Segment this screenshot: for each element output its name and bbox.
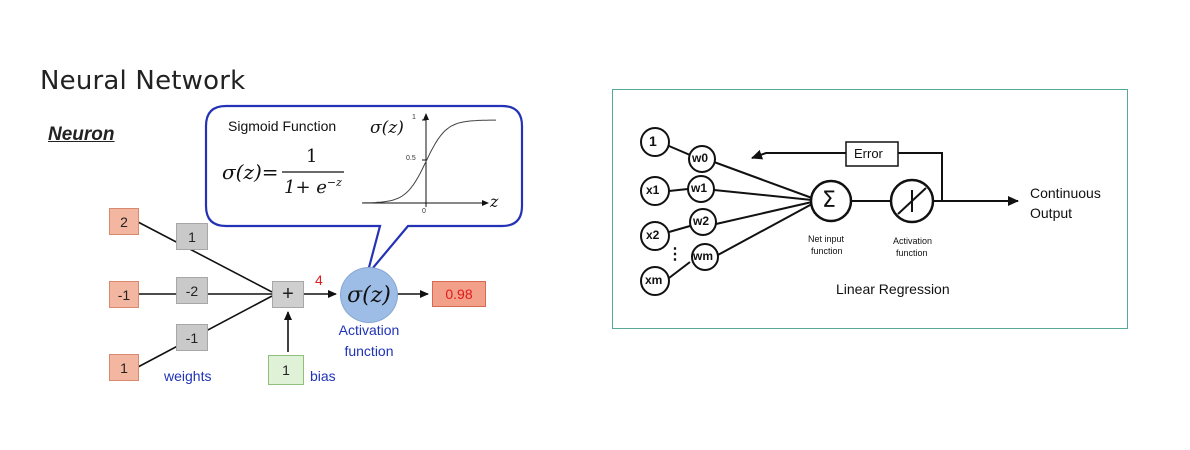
lr-input-x1-node — [640, 176, 670, 206]
plot-y-label: σ(z) — [370, 118, 404, 138]
lr-input-xm-label: xm — [645, 273, 663, 287]
lr-input-x2-node — [640, 221, 670, 251]
bias-label: bias — [310, 368, 336, 384]
formula-denominator: 1+ e−z — [284, 176, 342, 198]
formula-numerator: 1 — [306, 146, 318, 167]
lr-error-loop-left — [751, 149, 846, 160]
lr-weight-w1-label: w1 — [691, 181, 708, 195]
sum-node: + — [272, 281, 304, 308]
lr-link-x1 — [668, 188, 689, 192]
sum-value: 4 — [315, 272, 323, 288]
lr-weight-wm-label: wm — [693, 249, 714, 263]
lr-output-label-line2: Output — [1030, 205, 1073, 221]
formula-denominator-base: 1+ e — [284, 177, 327, 198]
lr-activation-label-line1: Activation — [893, 236, 933, 246]
weight-box-3: -1 — [176, 324, 208, 351]
input-box-2: -1 — [109, 281, 139, 308]
lr-net-input-label-line2: function — [811, 246, 843, 256]
lr-weight-wm-node — [691, 243, 719, 271]
weights-label: weights — [164, 368, 212, 384]
input-to-sum-line-1 — [137, 221, 273, 293]
activation-label-line2: function — [344, 343, 394, 359]
lr-link-wm — [715, 203, 813, 257]
bias-box: 1 — [268, 355, 304, 385]
lr-weight-w2-label: w2 — [693, 214, 710, 228]
lr-net-input-label-line1: Net input — [808, 234, 845, 244]
input-box-1: 2 — [109, 208, 139, 235]
lr-weight-w2-node — [689, 208, 717, 236]
lr-activation-label-line2: function — [896, 248, 928, 258]
input-box-3: 1 — [109, 354, 139, 381]
lr-input-x2-label: x2 — [646, 228, 660, 242]
plot-tick-top-label: 1 — [412, 114, 416, 121]
output-box: 0.98 — [432, 281, 486, 307]
lr-link-w2 — [715, 201, 813, 225]
lr-input-xm-node — [640, 266, 670, 296]
lr-link-xm — [668, 261, 691, 279]
formula-lhs: σ(z)= — [222, 160, 279, 184]
weight-box-1: 1 — [176, 223, 208, 250]
callout-title: Sigmoid Function — [228, 118, 337, 134]
lr-error-label: Error — [854, 146, 883, 161]
neuron-heading: Neuron — [48, 124, 115, 145]
sigmoid-curve — [361, 119, 496, 204]
lr-dots: ⋮ — [667, 246, 683, 263]
activation-label-line1: Activation — [338, 322, 400, 338]
plot-x-label: z — [490, 192, 499, 211]
callout-bubble — [204, 104, 524, 276]
lr-link-w1 — [713, 189, 813, 201]
lr-error-loop-right — [898, 152, 943, 201]
lr-weight-w0-label: w0 — [692, 151, 709, 165]
activation-node: σ(z) — [340, 267, 398, 323]
lr-error-box — [845, 141, 899, 167]
lr-weight-w0-node — [688, 145, 716, 173]
lr-link-bias — [668, 145, 691, 156]
weight-box-2: -2 — [176, 277, 208, 304]
lr-link-x2 — [668, 225, 691, 233]
lr-link-w0 — [713, 161, 813, 199]
lr-input-x1-label: x1 — [646, 183, 660, 197]
lr-caption: Linear Regression — [836, 281, 950, 297]
lr-weight-w1-node — [687, 175, 715, 203]
plot-tick-mid-label: 0.5 — [406, 155, 416, 162]
slide-title: Neural Network — [40, 66, 246, 96]
formula-exponent: −z — [326, 176, 342, 189]
linear-regression-frame — [612, 89, 1128, 329]
plot-tick-origin-label: 0 — [422, 208, 426, 215]
lr-input-bias-node — [640, 127, 670, 157]
lr-sum-symbol: Σ — [822, 188, 836, 213]
lr-output-label-line1: Continuous — [1030, 185, 1101, 201]
lr-sum-node — [809, 179, 853, 223]
lr-bias-input-label: 1 — [649, 133, 657, 149]
